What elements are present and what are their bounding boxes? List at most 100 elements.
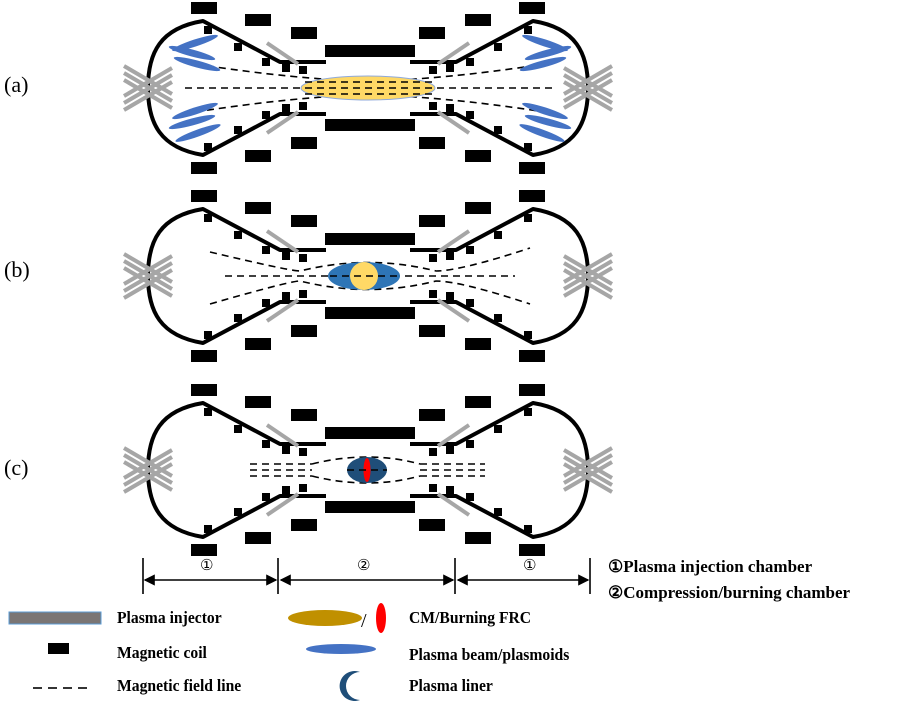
magnetic-coil-icon: [291, 27, 317, 39]
magnetic-coil-icon: [245, 150, 271, 162]
magnetic-coil-icon: [494, 43, 502, 51]
magnetic-coil-icon: [325, 233, 415, 245]
legend-label-cm-burning-frc: CM/Burning FRC: [409, 608, 532, 627]
magnetic-coil-icon: [465, 338, 491, 350]
magnetic-coil-icon: [245, 14, 271, 26]
separator-slash: /: [361, 610, 367, 632]
magnetic-coil-icon: [291, 215, 317, 227]
magnetic-coil-icon: [48, 643, 69, 654]
plasma-injector-icon: [265, 229, 300, 254]
magnetic-coil-icon: [262, 111, 270, 119]
magnetic-coil-icon: [519, 162, 545, 174]
chamber-note-text: Compression/burning chamber: [623, 583, 851, 602]
magnetic-coil-icon: [465, 532, 491, 544]
magnetic-coil-icon: [419, 409, 445, 421]
panel-label-a: (a): [4, 72, 29, 97]
magnetic-coil-icon: [191, 384, 217, 396]
cm-frc: [350, 262, 378, 290]
magnetic-coil-icon: [465, 202, 491, 214]
magnetic-coil-icon: [291, 325, 317, 337]
legend-label-plasma-liner: Plasma liner: [409, 676, 493, 695]
plasma-injector-icon: [436, 110, 471, 135]
magnetic-coil-icon: [234, 43, 242, 51]
plasma-beam: [519, 124, 565, 142]
magnetic-coil-icon: [191, 190, 217, 202]
magnetic-coil-icon: [524, 331, 532, 339]
plasma-injector-icon: [562, 254, 614, 286]
plasma-injector-icon: [122, 462, 174, 494]
magnetic-coil-icon: [191, 162, 217, 174]
magnetic-coil-icon: [519, 350, 545, 362]
legend: /: [8, 603, 386, 701]
magnetic-coil-icon: [245, 338, 271, 350]
magnetic-coil-icon: [419, 519, 445, 531]
magnetic-coil-icon: [282, 64, 290, 72]
magnetic-coil-icon: [299, 254, 307, 262]
magnetic-coil-icon: [419, 137, 445, 149]
plasma-injector-icon: [265, 41, 300, 66]
magnetic-coil-icon: [262, 299, 270, 307]
magnetic-field-line: [311, 456, 421, 465]
plasma-beam: [519, 56, 567, 72]
plasma-injector-icon: [562, 448, 614, 480]
panel-label-b: (b): [4, 257, 30, 282]
plasma-injector-icon: [562, 462, 614, 494]
chamber-note-compression: ②Compression/burning chamber: [608, 583, 850, 603]
magnetic-coil-icon: [191, 2, 217, 14]
plasma-injector-icon: [122, 80, 174, 112]
magnetic-coil-icon: [299, 290, 307, 298]
plasma-injector-icon: [562, 80, 614, 112]
magnetic-coil-icon: [234, 231, 242, 239]
burning-frc-icon: [376, 603, 386, 633]
magnetic-coil-icon: [282, 292, 290, 300]
plasma-beam: [173, 56, 221, 72]
magnetic-coil-icon: [282, 252, 290, 260]
magnetic-coil-icon: [419, 27, 445, 39]
plasma-injector-icon: [265, 298, 300, 323]
magnetic-coil-icon: [262, 246, 270, 254]
magnetic-coil-icon: [325, 45, 415, 57]
magnetic-coil-icon: [519, 2, 545, 14]
plasma-beam: [522, 102, 568, 120]
chamber-note-text: Plasma injection chamber: [623, 557, 813, 576]
panel-a: [122, 2, 614, 174]
magnetic-coil-icon: [494, 425, 502, 433]
plasma-injector-icon: [562, 261, 614, 293]
plasma-beam-icon: [306, 644, 376, 654]
plasma-injector-icon: [122, 66, 174, 98]
plasma-injector-icon: [562, 268, 614, 300]
magnetic-coil-icon: [494, 231, 502, 239]
magnetic-coil-icon: [204, 331, 212, 339]
magnetic-coil-icon: [191, 544, 217, 556]
magnetic-coil-icon: [466, 111, 474, 119]
magnetic-coil-icon: [429, 484, 437, 492]
chamber-marker-center: ②: [357, 556, 371, 574]
magnetic-field-line: [311, 475, 421, 484]
plasma-injector-icon: [122, 254, 174, 286]
magnetic-coil-icon: [291, 409, 317, 421]
cm-frc-icon: [288, 610, 362, 626]
burning-frc: [363, 458, 371, 482]
plasma-beam: [522, 34, 568, 52]
magnetic-coil-icon: [419, 215, 445, 227]
magnetic-coil-icon: [282, 486, 290, 494]
magnetic-coil-icon: [325, 427, 415, 439]
magnetic-coil-icon: [446, 446, 454, 454]
magnetic-coil-icon: [291, 137, 317, 149]
panel-label-c: (c): [4, 455, 29, 480]
plasma-beam: [168, 114, 216, 130]
magnetic-coil-icon: [466, 299, 474, 307]
magnetic-coil-icon: [466, 58, 474, 66]
magnetic-coil-icon: [299, 484, 307, 492]
plasma-injector-icon: [562, 455, 614, 487]
plasma-beam: [172, 102, 218, 120]
magnetic-coil-icon: [446, 104, 454, 112]
magnetic-coil-icon: [282, 104, 290, 112]
magnetic-coil-icon: [325, 119, 415, 131]
magnetic-coil-icon: [262, 440, 270, 448]
legend-label-plasma-injector: Plasma injector: [117, 608, 222, 627]
magnetic-coil-icon: [465, 14, 491, 26]
magnetic-coil-icon: [519, 384, 545, 396]
magnetic-coil-icon: [494, 126, 502, 134]
plasma-liner-icon: [339, 671, 360, 701]
